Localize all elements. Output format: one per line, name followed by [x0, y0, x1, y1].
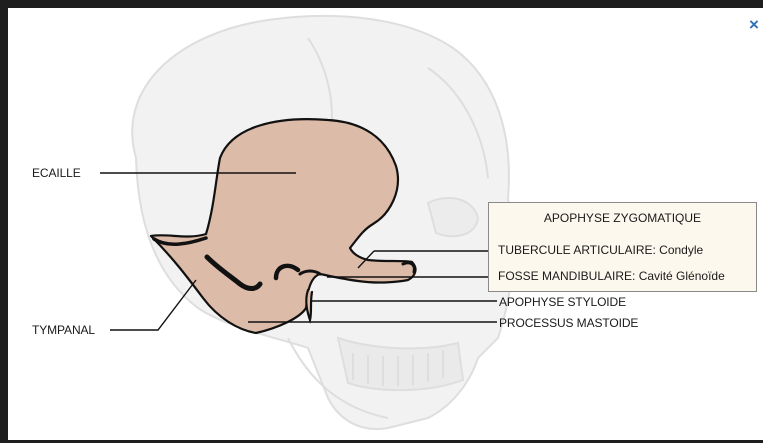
label-ecaille: ECAILLE: [32, 166, 81, 180]
label-fosse-mandibulaire: FOSSE MANDIBULAIRE: Cavité Glénoïde: [498, 269, 725, 283]
label-processus-mastoide: PROCESSUS MASTOIDE: [499, 316, 638, 330]
diagram-panel: ECAILLE TYMPANAL APOPHYSE ZYGOMATIQUE TU…: [8, 8, 763, 440]
zygomatic-callout-box: APOPHYSE ZYGOMATIQUE TUBERCULE ARTICULAI…: [488, 202, 757, 292]
label-apophyse-styloide: APOPHYSE STYLOIDE: [499, 295, 626, 309]
close-icon[interactable]: ×: [746, 16, 762, 34]
label-tubercule-articulaire: TUBERCULE ARTICULAIRE: Condyle: [498, 243, 703, 257]
label-tympanal: TYMPANAL: [32, 323, 95, 337]
zygomatic-title: APOPHYSE ZYGOMATIQUE: [489, 211, 756, 225]
